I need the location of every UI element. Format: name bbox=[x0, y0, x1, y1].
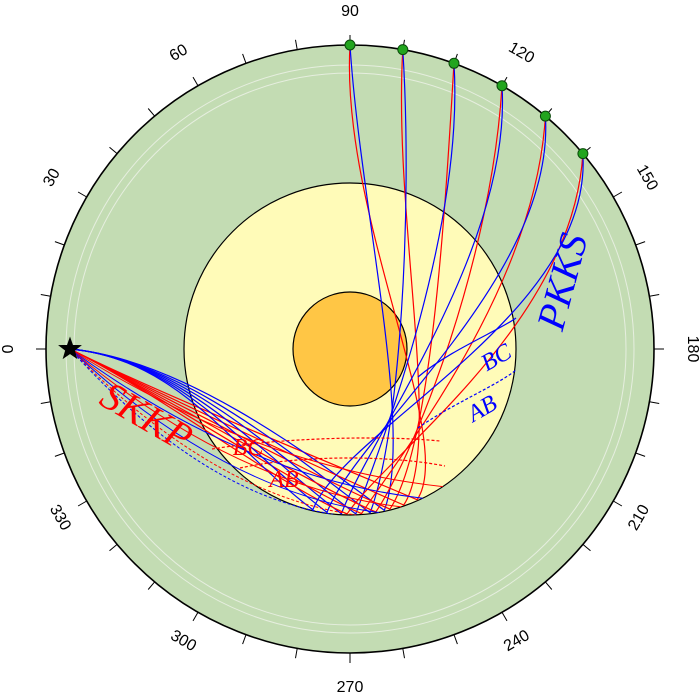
tick-mark bbox=[402, 648, 405, 659]
skkp-ray bbox=[69, 44, 426, 501]
pkks-ray bbox=[69, 348, 423, 499]
pkks-ray bbox=[69, 85, 504, 515]
tick-label-150: 150 bbox=[633, 162, 661, 194]
tick-mark bbox=[54, 452, 65, 457]
tick-label-300: 300 bbox=[167, 627, 199, 655]
skkp-bc-branch-line bbox=[211, 437, 441, 450]
pkks-ray bbox=[69, 49, 407, 514]
receiver-marker bbox=[344, 39, 356, 51]
tick-label-90: 90 bbox=[341, 3, 359, 20]
tick-mark bbox=[147, 108, 155, 117]
skkp-ab-label: AB bbox=[267, 467, 299, 493]
tick-mark bbox=[295, 39, 298, 50]
receiver-marker bbox=[539, 110, 551, 122]
source-star-icon bbox=[58, 336, 82, 360]
tick-mark bbox=[77, 191, 87, 198]
station-markers bbox=[344, 39, 589, 160]
pkks-bc-branch-line bbox=[417, 317, 517, 378]
receiver-marker bbox=[577, 148, 589, 160]
tick-label-120: 120 bbox=[505, 39, 537, 67]
tick-mark bbox=[635, 241, 646, 246]
tick-mark bbox=[635, 452, 646, 457]
earth-cross-section bbox=[45, 44, 655, 654]
tick-mark bbox=[545, 581, 553, 590]
skkp-ray bbox=[69, 348, 443, 488]
tick-label-180: 180 bbox=[684, 336, 700, 363]
tick-mark bbox=[649, 401, 660, 404]
tick-mark bbox=[147, 581, 155, 590]
ray-paths bbox=[69, 44, 584, 516]
skkp-ray bbox=[69, 63, 455, 510]
branch-annotations bbox=[211, 317, 517, 469]
inner-core-disk bbox=[292, 291, 408, 407]
tick-mark bbox=[582, 544, 591, 552]
tick-mark bbox=[54, 241, 65, 246]
tick-label-30: 30 bbox=[40, 166, 64, 190]
pkks-ray bbox=[69, 348, 379, 513]
pkks-ray bbox=[69, 153, 584, 511]
tick-mark bbox=[40, 294, 51, 297]
tick-mark bbox=[501, 612, 508, 622]
pkks-ab-branch-line bbox=[417, 369, 517, 429]
pkks-ray bbox=[69, 63, 456, 515]
tick-label-60: 60 bbox=[167, 41, 191, 65]
tick-label-0: 0 bbox=[0, 344, 17, 353]
tick-mark bbox=[40, 401, 51, 404]
tick-label-330: 330 bbox=[46, 502, 74, 534]
skkp-ray bbox=[69, 348, 356, 516]
tick-mark bbox=[613, 500, 623, 507]
pkks-ray bbox=[69, 348, 333, 515]
tick-mark bbox=[453, 634, 458, 645]
skkp-ab-branch-line bbox=[239, 457, 446, 469]
tick-label-240: 240 bbox=[501, 627, 533, 655]
tick-mark bbox=[649, 294, 660, 297]
tick-mark bbox=[77, 500, 87, 507]
tick-mark bbox=[242, 53, 247, 64]
receiver-marker bbox=[448, 57, 460, 69]
skkp-ray bbox=[69, 348, 402, 508]
tick-mark bbox=[242, 634, 247, 645]
tick-mark bbox=[109, 544, 118, 552]
tick-mark bbox=[192, 612, 199, 622]
skkp-ray bbox=[69, 85, 503, 513]
receiver-marker bbox=[397, 44, 409, 56]
pkks-ray bbox=[69, 116, 547, 514]
tick-label-270: 270 bbox=[337, 679, 364, 696]
tick-mark bbox=[109, 146, 118, 154]
tick-mark bbox=[192, 76, 199, 86]
skkp-bc-label: BC bbox=[233, 435, 265, 461]
receiver-marker bbox=[496, 80, 508, 92]
skkp-ray bbox=[69, 153, 584, 515]
tick-mark bbox=[295, 648, 298, 659]
tick-mark bbox=[613, 191, 623, 198]
pkks-ray bbox=[69, 44, 394, 512]
tick-label-210: 210 bbox=[625, 502, 653, 534]
